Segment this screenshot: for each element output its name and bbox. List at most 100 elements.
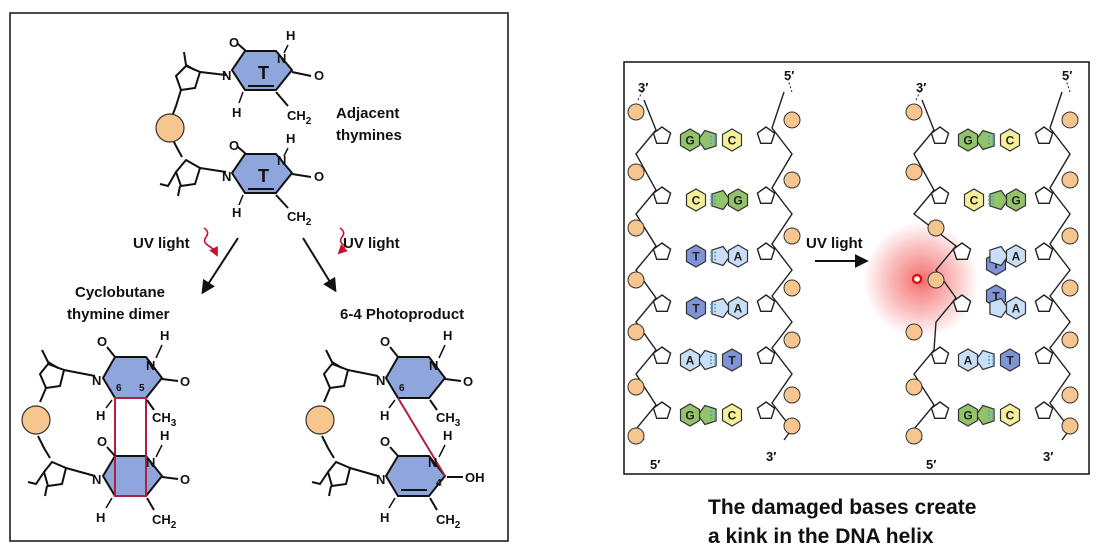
base-ring: [697, 404, 717, 426]
deoxyribose: [1034, 126, 1054, 145]
deoxyribose: [652, 126, 672, 145]
cyclobutane-ring: [114, 397, 147, 497]
atom-h: H: [160, 428, 169, 443]
strand-end-5prime: 5′: [784, 68, 794, 83]
phosphate: [627, 219, 645, 237]
phosphate: [627, 103, 645, 121]
adjacent-label-line1: Adjacent: [336, 105, 399, 122]
base-letter: T: [728, 354, 736, 368]
atom-o: O: [180, 374, 190, 389]
base-letter: G: [733, 194, 742, 208]
base-ring: [697, 129, 717, 151]
phosphate: [627, 271, 645, 289]
base-letter: T: [692, 250, 700, 264]
deoxyribose: [756, 346, 776, 364]
base-ring: [975, 349, 995, 371]
deoxyribose: [652, 346, 672, 364]
base-letter: G: [685, 409, 694, 423]
atom-o: O: [380, 434, 390, 449]
strand-end-3prime: 3′: [916, 80, 926, 95]
phosphate: [783, 171, 801, 189]
strand-end-3prime: 3′: [1043, 449, 1053, 464]
sugar-phosphate-backbone: [1049, 91, 1071, 441]
phosphate: [21, 405, 51, 435]
atom-o: O: [380, 334, 390, 349]
base-letter: C: [728, 134, 737, 148]
base-ring: [975, 404, 995, 426]
base-letter: G: [963, 409, 972, 423]
uv-light-arrow: UV light: [806, 235, 869, 268]
phosphate: [783, 279, 801, 297]
atom-n: N: [429, 358, 438, 373]
thymine-ring-lower: [230, 153, 294, 194]
base-ring: [975, 129, 995, 151]
thymine-panel-frame: [9, 12, 509, 542]
phosphate: [627, 323, 645, 341]
base-ring: [697, 349, 717, 371]
deoxyribose: [756, 186, 776, 205]
base-letter: T: [692, 302, 700, 316]
photoproduct-ring-lower: [384, 455, 447, 497]
base-letter: C: [1006, 409, 1015, 423]
base-ring: [963, 188, 985, 212]
atom-n: N: [376, 472, 385, 487]
base-ring: [727, 188, 749, 212]
deoxyribose: [930, 346, 950, 364]
uv-light-label-right: UV light: [343, 235, 400, 252]
atom-n: N: [92, 373, 101, 388]
base-ring: [1005, 188, 1027, 212]
phosphate: [905, 163, 923, 181]
base-letter: G: [685, 134, 694, 148]
base-letter: A: [964, 354, 973, 368]
deoxyribose: [1034, 346, 1054, 364]
phosphate: [627, 427, 645, 445]
deoxyribose: [652, 294, 672, 312]
phosphate: [927, 219, 945, 237]
position-4: 4: [436, 478, 442, 489]
reaction-arrow-right: [302, 237, 337, 293]
atom-o: O: [229, 138, 239, 153]
sugar-phosphate-backbone: [912, 99, 958, 441]
deoxyribose: [930, 186, 950, 205]
base-letter: C: [1006, 134, 1015, 148]
base-ring: [679, 348, 701, 372]
thymine-letter-lower: T: [258, 166, 269, 186]
backbone-top: [159, 51, 227, 197]
phosphate: [1061, 417, 1079, 435]
deoxyribose: [930, 126, 950, 145]
atom-h: H: [380, 408, 389, 423]
atom-o: O: [314, 68, 324, 83]
atom-o: O: [229, 35, 239, 50]
position-5: 5: [139, 383, 145, 394]
deoxyribose: [652, 242, 672, 260]
uv-squiggle-right: [337, 227, 348, 255]
atom-n: N: [146, 358, 155, 373]
phosphate: [783, 111, 801, 129]
atom-h: H: [160, 328, 169, 343]
base-letter: G: [1011, 194, 1020, 208]
base-letter: A: [734, 250, 743, 264]
caption-line1: The damaged bases create: [708, 496, 976, 519]
base-ring: [685, 244, 707, 268]
photoproduct-ring-upper: [384, 356, 447, 399]
uv-squiggle-left: [203, 227, 218, 257]
photoproduct-structure: O N H O N 6 H CH3 O N H 4 OH N H CH2: [305, 328, 485, 531]
deoxyribose: [756, 401, 776, 419]
base-ring: [957, 128, 979, 152]
phosphate: [927, 271, 945, 289]
base-ring: [1005, 296, 1027, 320]
deoxyribose: [756, 294, 776, 312]
phosphate: [1061, 171, 1079, 189]
base-ring: [989, 245, 1009, 267]
methyl-label: CH2: [287, 108, 312, 127]
adjacent-thymines: T O N H O N H CH2 T O N H O N H: [155, 28, 402, 228]
phosphate: [627, 163, 645, 181]
base-ring: [989, 297, 1009, 319]
atom-o: O: [180, 472, 190, 487]
atom-h: H: [96, 510, 105, 525]
strand-end-5prime: 5′: [926, 457, 936, 472]
base-letter: C: [728, 409, 737, 423]
methyl-label: CH2: [287, 209, 312, 228]
deoxyribose: [952, 242, 972, 260]
